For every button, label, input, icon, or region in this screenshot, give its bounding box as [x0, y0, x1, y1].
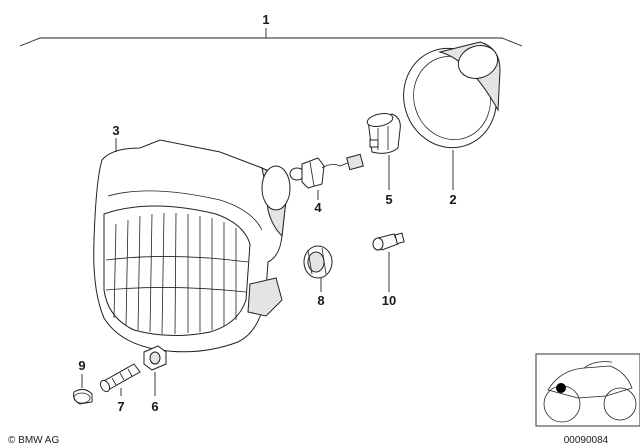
callout-3: 3 [112, 123, 119, 138]
callout-7: 7 [117, 399, 124, 414]
assembly-bracket [19, 28, 523, 47]
part-headlight-rim [403, 41, 501, 190]
copyright-text: © BMW AG [8, 435, 59, 446]
part-parking-bulb [372, 232, 405, 292]
diagram-id: 00090084 [564, 435, 609, 446]
callout-9: 9 [78, 358, 85, 373]
part-bulb-socket [366, 113, 401, 190]
callout-2: 2 [449, 192, 456, 207]
part-adjusting-screw [99, 363, 141, 396]
part-screw-cap [73, 374, 93, 405]
callout-6: 6 [151, 399, 158, 414]
callout-10: 10 [382, 293, 396, 308]
highlight-marker-icon [556, 383, 566, 393]
part-nut [143, 345, 167, 396]
part-headlight-housing [93, 138, 291, 353]
callout-4: 4 [314, 200, 322, 215]
callout-8: 8 [317, 293, 324, 308]
part-headlight-bulb [289, 153, 364, 200]
callout-1: 1 [262, 12, 269, 27]
callout-5: 5 [385, 192, 392, 207]
motorcycle-thumbnail [535, 353, 640, 427]
part-adjuster-knob [303, 245, 333, 292]
